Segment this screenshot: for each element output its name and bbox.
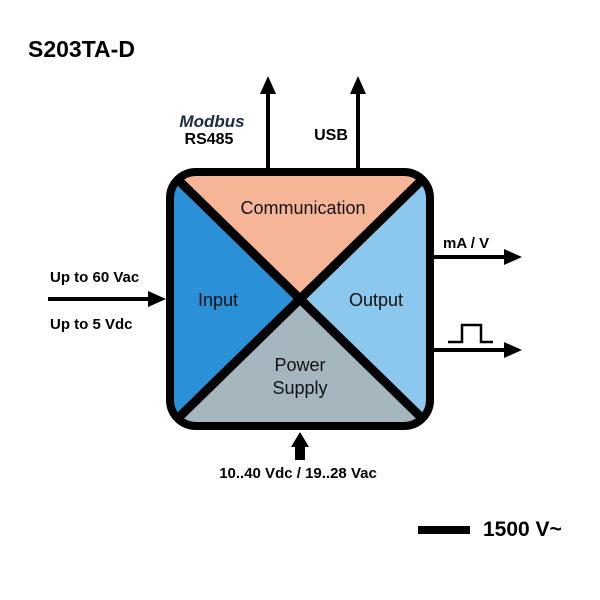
rs485-arrow — [260, 76, 276, 172]
output-label: Output — [349, 290, 403, 310]
input-label: Input — [198, 290, 238, 310]
analog-output-arrow — [432, 249, 522, 265]
power-label-line2: Supply — [272, 378, 327, 398]
input-range-ac: Up to 60 Vac — [50, 269, 139, 286]
modbus-logo: Modbus — [179, 112, 244, 131]
communication-label: Communication — [240, 198, 365, 218]
communication-region — [170, 172, 430, 299]
isolation-voltage: 1500 V~ — [483, 518, 562, 541]
module-block — [166, 168, 434, 430]
input-range-dc: Up to 5 Vdc — [50, 316, 133, 333]
isolation-bar — [418, 526, 470, 534]
input-arrow — [48, 291, 166, 307]
power-label-line1: Power — [274, 355, 325, 375]
pulse-output-arrow — [432, 342, 522, 358]
rs485-label: RS485 — [185, 131, 234, 148]
module-border — [166, 168, 434, 430]
analog-output-label: mA / V — [443, 235, 489, 252]
power-arrow — [291, 432, 309, 460]
power-supply-region — [170, 299, 430, 426]
output-region — [300, 172, 430, 426]
power-supply-range: 10..40 Vdc / 19..28 Vac — [219, 465, 377, 482]
pulse-signal-icon — [448, 323, 493, 344]
input-region — [170, 172, 300, 426]
model-title: S203TA-D — [28, 36, 135, 62]
divider-diagonal-2 — [170, 172, 430, 426]
usb-arrow — [350, 76, 366, 172]
usb-label: USB — [314, 127, 348, 144]
